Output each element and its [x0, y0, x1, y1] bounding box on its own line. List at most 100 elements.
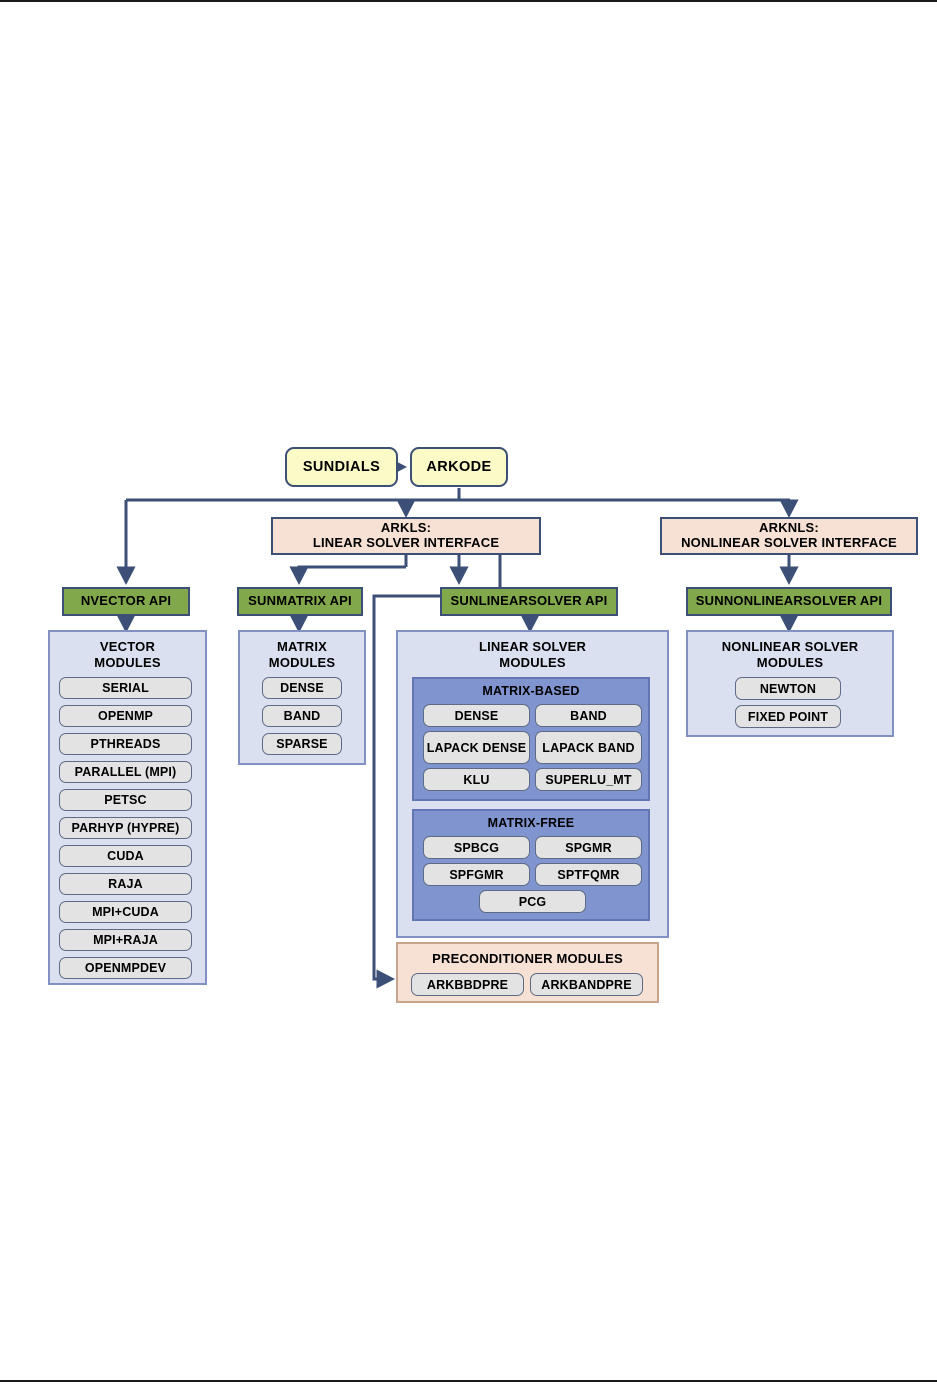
chip-matrix-dense[interactable]: DENSE: [262, 677, 342, 699]
chip-ls-pcg[interactable]: PCG: [479, 890, 586, 913]
chip-label: BAND: [570, 708, 607, 723]
vector-modules-title-line1: VECTOR: [99, 639, 156, 654]
sunnonlinearsolver-api-label: SUNNONLINEARSOLVER API: [695, 593, 883, 609]
chip-label: PTHREADS: [90, 737, 161, 751]
chip-label: MPI+RAJA: [93, 933, 158, 947]
panel-vector-modules: VECTOR MODULES SERIAL OPENMP PTHREADS PA…: [48, 630, 207, 985]
chip-label: LAPACK DENSE: [426, 740, 527, 755]
chip-label: SERIAL: [102, 681, 149, 695]
chip-label: PETSC: [104, 793, 147, 807]
chip-label: ARKBANDPRE: [541, 977, 632, 992]
chip-vector-openmpdev[interactable]: OPENMPDEV: [59, 957, 192, 979]
arknls-title-line1: ARKNLS:: [759, 520, 819, 536]
chip-ls-band[interactable]: BAND: [535, 704, 642, 727]
chip-label: BAND: [283, 709, 321, 723]
matrix-modules-title-line2: MODULES: [268, 654, 336, 670]
chip-label: DENSE: [454, 708, 499, 723]
box-arknls-nonlinear-solver-interface[interactable]: ARKNLS: NONLINEAR SOLVER INTERFACE: [660, 517, 918, 555]
chip-nls-newton[interactable]: NEWTON: [735, 677, 841, 700]
chip-label: OPENMP: [97, 709, 154, 723]
nonlinear-solver-modules-title-line2: MODULES: [756, 654, 824, 670]
chip-ls-lapack-band[interactable]: LAPACK BAND: [535, 731, 642, 764]
nonlinear-solver-modules-title: NONLINEAR SOLVER MODULES: [688, 632, 892, 671]
chip-label: PCG: [518, 894, 547, 909]
chip-vector-mpi-raja[interactable]: MPI+RAJA: [59, 929, 192, 951]
nonlinear-solver-modules-title-line1: NONLINEAR SOLVER: [721, 639, 859, 654]
panel-nonlinear-solver-modules: NONLINEAR SOLVER MODULES NEWTON FIXED PO…: [686, 630, 894, 737]
chip-label: DENSE: [280, 681, 324, 695]
node-arkode[interactable]: ARKODE: [410, 447, 508, 487]
chip-label: SPARSE: [276, 737, 328, 751]
linear-solver-modules-title-line2: MODULES: [499, 654, 566, 670]
chip-vector-pthreads[interactable]: PTHREADS: [59, 733, 192, 755]
chip-ls-spgmr[interactable]: SPGMR: [535, 836, 642, 859]
linear-solver-modules-title-line1: LINEAR SOLVER: [478, 639, 587, 654]
sunmatrix-api-label: SUNMATRIX API: [248, 593, 352, 609]
chip-nls-fixed-point[interactable]: FIXED POINT: [735, 705, 841, 728]
chip-arkbbdpre[interactable]: ARKBBDPRE: [411, 973, 524, 996]
box-arkls-linear-solver-interface[interactable]: ARKLS: LINEAR SOLVER INTERFACE: [271, 517, 541, 555]
matrix-modules-title-line1: MATRIX: [276, 639, 328, 654]
chip-label: LAPACK BAND: [542, 740, 635, 755]
node-sundials[interactable]: SUNDIALS: [285, 447, 398, 487]
panel-linear-solver-modules: LINEAR SOLVER MODULES MATRIX-BASED DENSE…: [396, 630, 669, 938]
chip-matrix-sparse[interactable]: SPARSE: [262, 733, 342, 755]
chip-label: KLU: [463, 772, 490, 787]
chip-label: SPFGMR: [449, 867, 504, 882]
chip-label: OPENMPDEV: [84, 961, 167, 975]
chip-ls-spbcg[interactable]: SPBCG: [423, 836, 530, 859]
chip-ls-lapack-dense[interactable]: LAPACK DENSE: [423, 731, 530, 764]
subpanel-matrix-based: MATRIX-BASED DENSE BAND LAPACK DENSE LAP…: [412, 677, 650, 801]
chip-ls-spfgmr[interactable]: SPFGMR: [423, 863, 530, 886]
vector-modules-title-line2: MODULES: [94, 654, 161, 670]
chip-matrix-band[interactable]: BAND: [262, 705, 342, 727]
chip-vector-raja[interactable]: RAJA: [59, 873, 192, 895]
bar-nvector-api[interactable]: NVECTOR API: [62, 587, 190, 616]
matrix-free-title: MATRIX-FREE: [487, 816, 575, 830]
chip-label: FIXED POINT: [747, 709, 829, 724]
linear-solver-modules-title: LINEAR SOLVER MODULES: [398, 632, 667, 671]
chip-vector-parallel-mpi[interactable]: PARALLEL (MPI): [59, 761, 192, 783]
chip-label: RAJA: [108, 877, 143, 891]
chip-vector-parhyp-hypre[interactable]: PARHYP (HYPRE): [59, 817, 192, 839]
chip-label: SUPERLU_MT: [545, 772, 632, 787]
bar-sunnonlinearsolver-api[interactable]: SUNNONLINEARSOLVER API: [686, 587, 892, 616]
arkls-title-line1: ARKLS:: [380, 520, 432, 536]
chip-vector-openmp[interactable]: OPENMP: [59, 705, 192, 727]
chip-label: ARKBBDPRE: [426, 977, 509, 992]
chip-vector-cuda[interactable]: CUDA: [59, 845, 192, 867]
wire-arkls-to-sunmatrix: [289, 565, 406, 586]
node-arkode-label: ARKODE: [426, 458, 492, 475]
chip-label: SPBCG: [453, 840, 500, 855]
arkls-title-line2: LINEAR SOLVER INTERFACE: [312, 535, 500, 550]
vector-modules-title: VECTOR MODULES: [50, 632, 205, 671]
chip-vector-serial[interactable]: SERIAL: [59, 677, 192, 699]
chip-ls-klu[interactable]: KLU: [423, 768, 530, 791]
chip-arkbandpre[interactable]: ARKBANDPRE: [530, 973, 643, 996]
chip-vector-mpi-cuda[interactable]: MPI+CUDA: [59, 901, 192, 923]
node-sundials-label: SUNDIALS: [302, 458, 381, 475]
panel-matrix-modules: MATRIX MODULES DENSE BAND SPARSE: [238, 630, 366, 765]
chip-label: PARALLEL (MPI): [74, 765, 177, 779]
chip-label: CUDA: [107, 849, 144, 863]
bar-sunlinearsolver-api[interactable]: SUNLINEARSOLVER API: [440, 587, 618, 616]
chip-vector-petsc[interactable]: PETSC: [59, 789, 192, 811]
chip-label: SPTFQMR: [557, 867, 620, 882]
matrix-based-title: MATRIX-BASED: [482, 684, 580, 698]
sunlinearsolver-api-label: SUNLINEARSOLVER API: [450, 593, 608, 609]
subpanel-matrix-free: MATRIX-FREE SPBCG SPGMR SPFGMR SPTFQMR P…: [412, 809, 650, 921]
panel-preconditioner-modules: PRECONDITIONER MODULES ARKBBDPRE ARKBAND…: [396, 942, 659, 1003]
chip-label: NEWTON: [759, 681, 817, 696]
arknls-title-line2: NONLINEAR SOLVER INTERFACE: [681, 535, 897, 550]
bar-sunmatrix-api[interactable]: SUNMATRIX API: [237, 587, 363, 616]
preconditioner-modules-title: PRECONDITIONER MODULES: [432, 951, 623, 966]
chip-ls-superlu-mt[interactable]: SUPERLU_MT: [535, 768, 642, 791]
chip-label: PARHYP (HYPRE): [71, 821, 180, 835]
nvector-api-label: NVECTOR API: [80, 593, 172, 609]
chip-ls-sptfqmr[interactable]: SPTFQMR: [535, 863, 642, 886]
chip-label: MPI+CUDA: [92, 905, 159, 919]
chip-ls-dense[interactable]: DENSE: [423, 704, 530, 727]
chip-label: SPGMR: [565, 840, 612, 855]
